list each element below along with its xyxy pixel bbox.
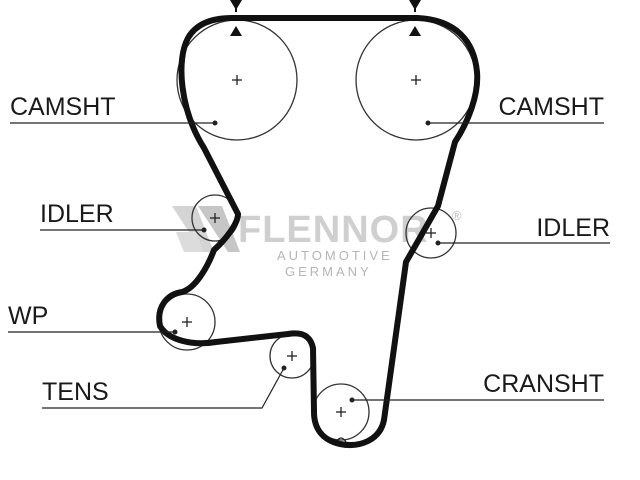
watermark: FLENNOR ® AUTOMOTIVE GERMANY xyxy=(172,206,462,279)
watermark-registered-mark: ® xyxy=(452,208,462,223)
pulley-camshaft-right xyxy=(355,19,477,141)
watermark-brand: FLENNOR xyxy=(238,209,429,251)
leader-tensioner xyxy=(42,365,287,409)
label-camshaft-right: CAMSHT xyxy=(498,93,604,121)
leader-idler-right xyxy=(435,240,610,246)
label-idler-left: IDLER xyxy=(40,200,114,228)
pulley-idler-right-outline xyxy=(405,207,457,259)
watermark-logo-icon xyxy=(172,206,240,252)
leader-idler-left xyxy=(40,227,207,233)
leader-water-pump xyxy=(8,329,178,335)
timing-mark-right-icon xyxy=(409,0,421,36)
timing-belt xyxy=(156,15,481,448)
leader-camshaft-left xyxy=(10,120,218,126)
watermark-line-2: GERMANY xyxy=(285,264,372,279)
watermark-line-1: AUTOMOTIVE xyxy=(277,248,393,263)
label-crankshaft: CRANSHT xyxy=(483,370,604,398)
leader-camshaft-right xyxy=(425,120,604,126)
label-idler-right: IDLER xyxy=(536,214,610,242)
pulley-idler-right xyxy=(405,207,457,259)
pulley-camshaft-left xyxy=(176,19,298,141)
label-tensioner: TENS xyxy=(42,378,109,406)
label-camshaft-left: CAMSHT xyxy=(10,93,116,121)
leader-crankshaft xyxy=(349,397,604,403)
timing-mark-left-icon xyxy=(230,0,242,36)
label-water-pump: WP xyxy=(8,302,48,330)
